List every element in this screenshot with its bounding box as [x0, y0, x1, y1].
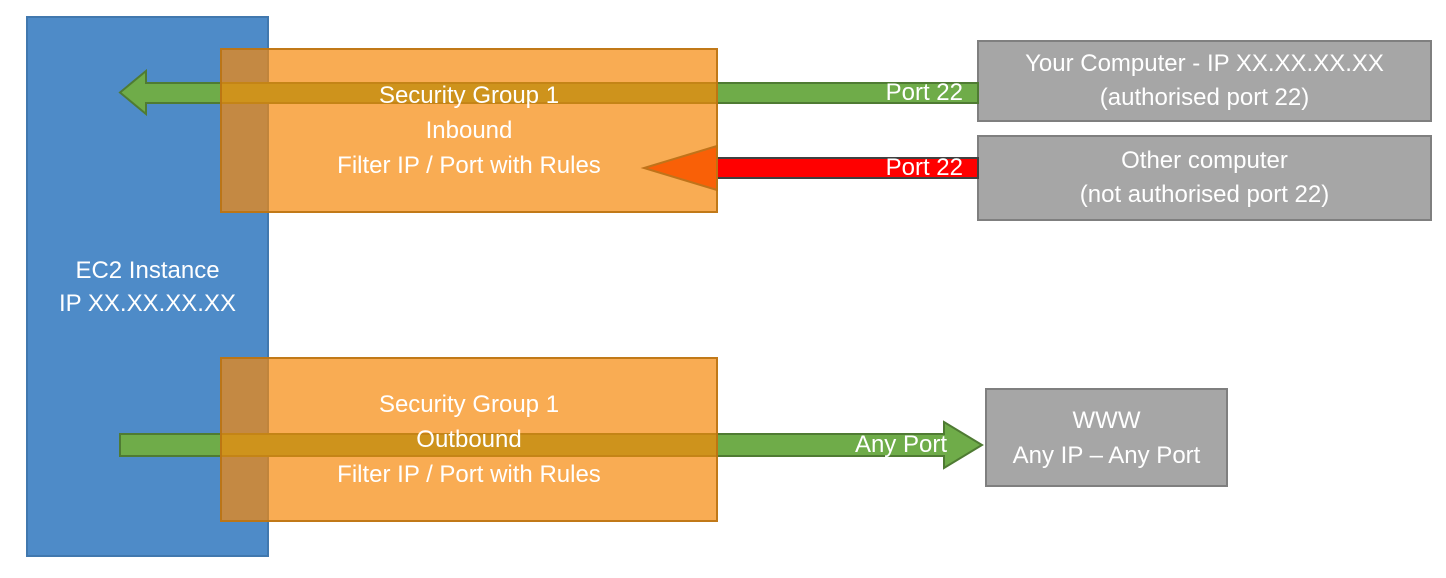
security-group-outbound-box: Security Group 1 Outbound Filter IP / Po… [220, 357, 718, 522]
security-group-inbound-direction: Inbound [425, 117, 513, 144]
inbound-allowed-port-label: Port 22 [885, 79, 963, 106]
security-group-outbound-direction: Outbound [416, 426, 522, 453]
security-group-inbound-name: Security Group 1 [378, 82, 560, 109]
your-computer-title: Your Computer - IP XX.XX.XX.XX [1025, 50, 1384, 77]
security-group-inbound-box: Security Group 1 Inbound Filter IP / Por… [220, 48, 718, 213]
your-computer-box: Your Computer - IP XX.XX.XX.XX (authoris… [977, 40, 1432, 122]
security-group-inbound-description: Filter IP / Port with Rules [337, 152, 601, 179]
security-group-outbound-description: Filter IP / Port with Rules [337, 461, 601, 488]
www-title: WWW [1072, 406, 1141, 434]
other-computer-subtitle: (not authorised port 22) [1079, 181, 1330, 208]
security-group-outbound-name: Security Group 1 [378, 391, 560, 418]
outbound-port-label: Any Port [854, 431, 947, 458]
other-computer-title: Other computer [1121, 147, 1288, 174]
inbound-blocked-port-label: Port 22 [885, 154, 963, 181]
www-subtitle: Any IP – Any Port [1012, 441, 1201, 469]
www-box: WWW Any IP – Any Port [985, 388, 1228, 487]
other-computer-box: Other computer (not authorised port 22) [977, 135, 1432, 221]
ec2-instance-name: EC2 Instance [75, 256, 220, 284]
your-computer-subtitle: (authorised port 22) [1099, 84, 1310, 111]
ec2-instance-ip: IP XX.XX.XX.XX [59, 289, 236, 317]
